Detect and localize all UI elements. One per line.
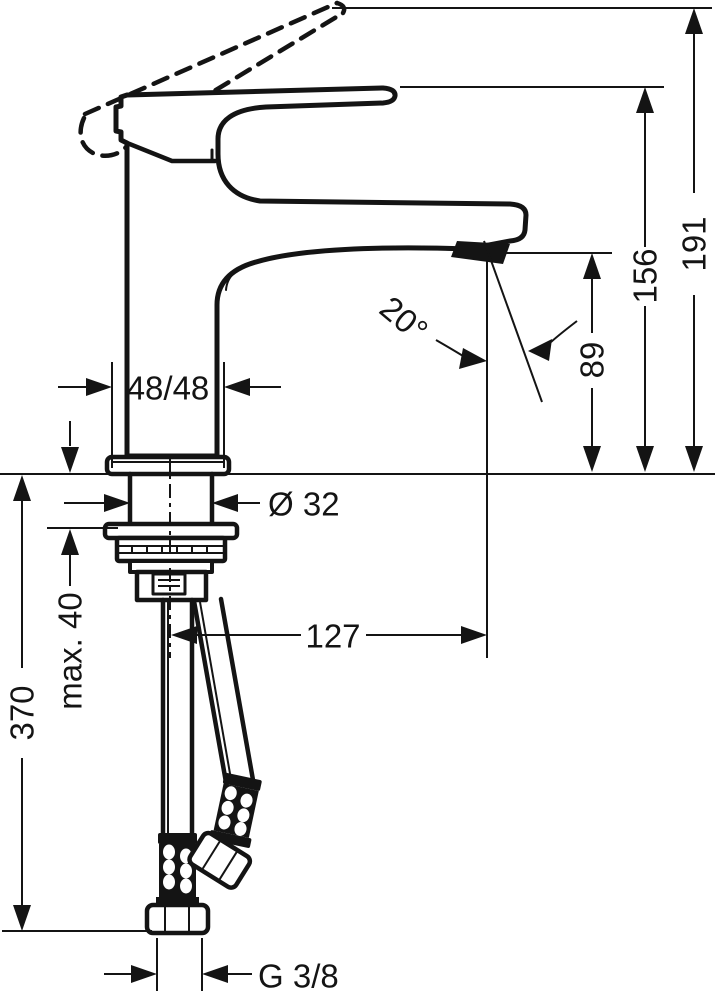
mounting-base-plate xyxy=(104,454,232,477)
dim-hose-length: 370 xyxy=(2,475,152,932)
supply-hose-straight xyxy=(144,597,211,936)
dim-label-body-clearance: 48/48 xyxy=(127,370,210,407)
dim-spout-reach: 127 xyxy=(171,618,487,655)
dim-label-max-deck-thickness: max. 40 xyxy=(52,592,89,709)
dim-label-thread-size: G 3/8 xyxy=(258,958,339,995)
dim-thread-size: G 3/8 xyxy=(104,938,339,995)
hose-collar xyxy=(222,772,262,791)
supply-hose-angled xyxy=(187,596,262,890)
dim-label-handle-height: 156 xyxy=(627,248,664,303)
dim-handle-height: 156 xyxy=(627,87,664,472)
dim-label-overall-height: 191 xyxy=(676,216,713,271)
height-dimensions: 89 156 191 xyxy=(332,7,713,472)
dim-label-hose-length: 370 xyxy=(4,685,41,740)
hose-connector-nut xyxy=(144,902,211,936)
dim-overall-height: 191 xyxy=(676,8,713,472)
dim-max-deck-thickness: max. 40 xyxy=(47,421,118,710)
hose-collar xyxy=(158,833,197,844)
faucet-body xyxy=(104,85,529,477)
dim-label-spout-reach: 127 xyxy=(305,618,360,655)
dim-label-shank-diameter: Ø 32 xyxy=(268,486,340,523)
handle-skirt-line xyxy=(124,140,218,164)
spout-angle-dimension: 20° xyxy=(373,240,578,658)
dim-label-spout-angle: 20° xyxy=(373,289,435,349)
aerator xyxy=(451,241,510,264)
dim-body-clearance: 48/48 xyxy=(58,362,281,468)
spout-underside-highlight xyxy=(225,247,461,291)
dim-shank-diameter: Ø 32 xyxy=(64,486,340,523)
dim-spout-height: 89 xyxy=(574,253,611,472)
dim-label-spout-height: 89 xyxy=(574,342,611,379)
hose-connector-nut xyxy=(187,830,253,890)
